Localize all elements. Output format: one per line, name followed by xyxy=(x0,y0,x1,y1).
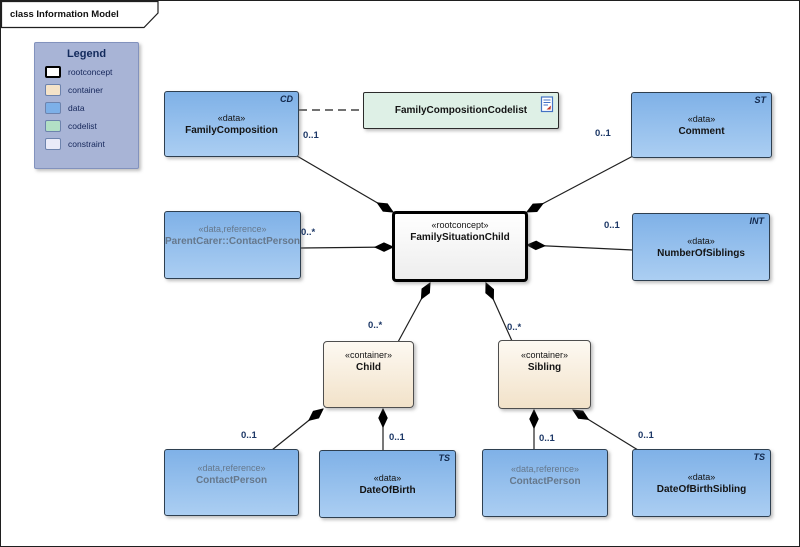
node-contactperson-sibling[interactable]: «data,reference» ContactPerson xyxy=(482,449,608,517)
node-family-composition[interactable]: CD «data» FamilyComposition xyxy=(164,91,299,157)
node-child[interactable]: «container» Child xyxy=(323,341,414,408)
multiplicity-family-composition: 0..1 xyxy=(303,130,319,141)
node-date-of-birth-sibling[interactable]: TS «data» DateOfBirthSibling xyxy=(632,449,771,517)
multiplicity-comment: 0..1 xyxy=(595,128,611,139)
connector-contactperson-child xyxy=(271,409,323,451)
connector-familycomposition-familysituationchild xyxy=(296,155,393,212)
node-family-situation-child[interactable]: «rootconcept» FamilySituationChild xyxy=(392,211,528,282)
node-date-of-birth[interactable]: TS «data» DateOfBirth xyxy=(319,450,456,518)
legend-item-codelist: codelist xyxy=(45,119,138,132)
legend: Legend rootconcept container data codeli… xyxy=(34,42,139,169)
node-parentcarer-contactperson[interactable]: «data,reference» ParentCarer::ContactPer… xyxy=(164,211,301,279)
connector-child-familysituationchild xyxy=(397,283,430,343)
datatype-tag: TS xyxy=(753,452,765,462)
data-swatch xyxy=(45,101,61,114)
container-swatch xyxy=(45,83,61,96)
multiplicity-contactperson-sibling: 0..1 xyxy=(539,433,555,444)
multiplicity-child: 0..* xyxy=(368,320,383,331)
frame-tab-shape xyxy=(1,1,159,29)
multiplicity-number-of-siblings: 0..1 xyxy=(604,220,620,231)
legend-item-constraint: constraint xyxy=(45,137,138,150)
datatype-tag: CD xyxy=(280,94,293,104)
frame-tab-label: class Information Model xyxy=(10,9,119,20)
datatype-tag: INT xyxy=(749,216,765,226)
connector-dateofbirthsibling-sibling xyxy=(573,410,639,451)
connector-sibling-familysituationchild xyxy=(486,283,513,342)
node-family-composition-codelist[interactable]: FamilyCompositionCodelist xyxy=(363,92,559,129)
node-contactperson-child[interactable]: «data,reference» ContactPerson xyxy=(164,449,299,516)
connector-comment-familysituationchild xyxy=(527,155,634,212)
connector-numberofsiblings-familysituationchild xyxy=(527,245,634,251)
document-icon xyxy=(540,96,554,113)
node-number-of-siblings[interactable]: INT «data» NumberOfSiblings xyxy=(632,213,770,281)
legend-title: Legend xyxy=(66,48,107,60)
multiplicity-date-of-birth-sibling: 0..1 xyxy=(638,430,654,441)
connector-parentcarer-familysituationchild xyxy=(300,247,393,248)
multiplicity-parent-carer: 0..* xyxy=(301,227,316,238)
datatype-tag: TS xyxy=(438,453,450,463)
legend-item-container: container xyxy=(45,83,138,96)
multiplicity-contactperson-child: 0..1 xyxy=(241,430,257,441)
datatype-tag: ST xyxy=(754,95,766,105)
multiplicity-date-of-birth: 0..1 xyxy=(389,432,405,443)
legend-item-rootconcept: rootconcept xyxy=(45,65,138,78)
constraint-swatch xyxy=(45,137,61,150)
node-sibling[interactable]: «container» Sibling xyxy=(498,340,591,409)
node-comment[interactable]: ST «data» Comment xyxy=(631,92,772,158)
multiplicity-sibling: 0..* xyxy=(507,322,522,333)
rootconcept-swatch xyxy=(45,65,61,78)
legend-item-data: data xyxy=(45,101,138,114)
codelist-swatch xyxy=(45,119,61,132)
